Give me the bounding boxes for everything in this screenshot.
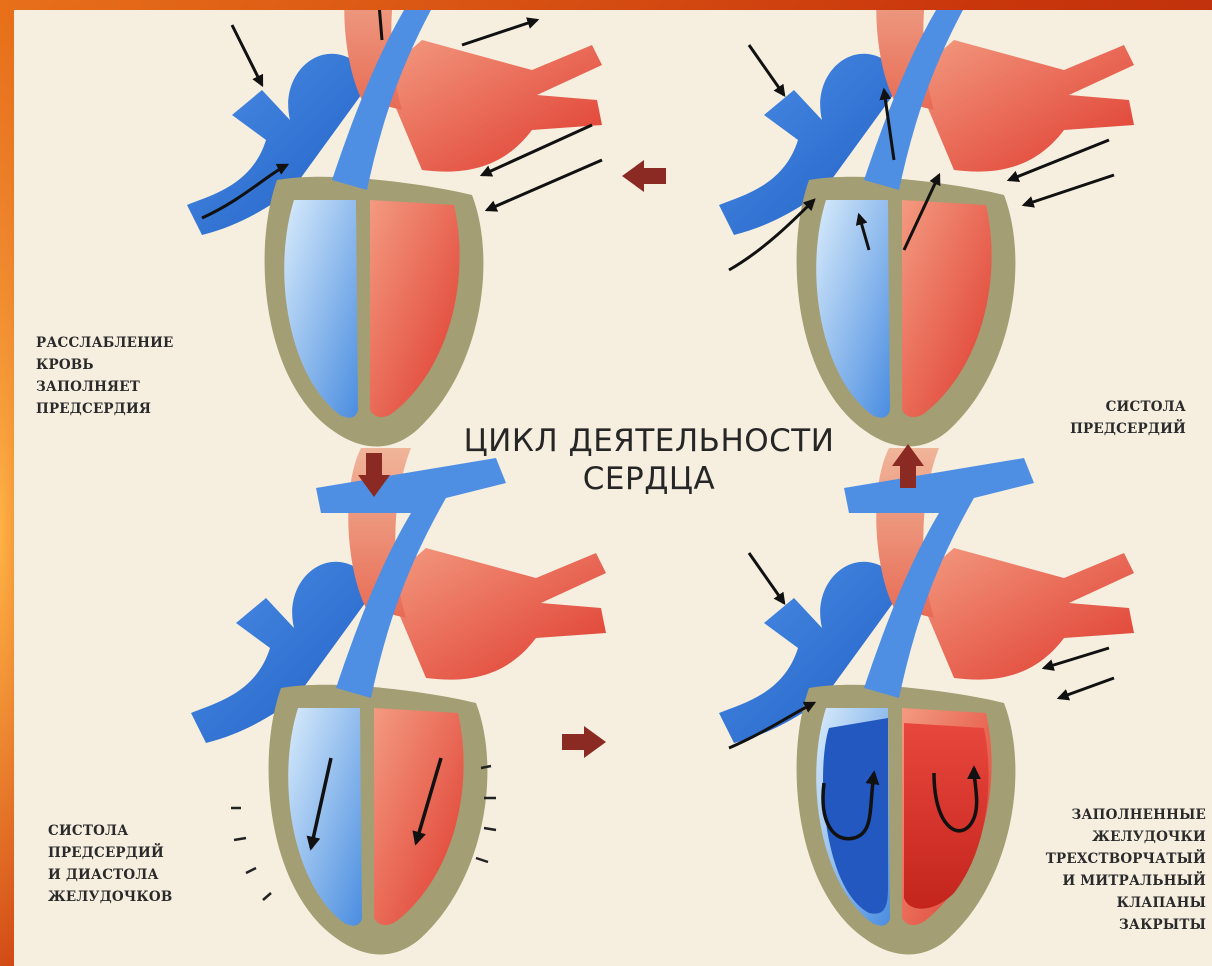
caption-line: ЖЕЛУДОЧКОВ: [48, 886, 172, 908]
caption-line: И МИТРАЛЬНЫЙ: [974, 870, 1206, 892]
caption-line: ЗАКРЫТЫ: [974, 914, 1206, 936]
caption-line: СИСТОЛА: [48, 820, 172, 842]
heart-atrial-systole: [719, 10, 1134, 447]
caption-line: ПРЕДСЕРДИЯ: [36, 398, 174, 420]
diagram-panel: ЦИКЛ ДЕЯТЕЛЬНОСТИ СЕРДЦА РАССЛАБЛЕНИЕ КР…: [14, 10, 1212, 966]
heart-relaxation: [187, 10, 602, 447]
caption-filled-ventricles: ЗАПОЛНЕННЫЕ ЖЕЛУДОЧКИ ТРЕХСТВОРЧАТЫЙ И М…: [974, 804, 1206, 936]
cycle-arrow-right: [562, 726, 606, 758]
caption-line: КЛАПАНЫ: [974, 892, 1206, 914]
caption-line: И ДИАСТОЛА: [48, 864, 172, 886]
diagram-title: ЦИКЛ ДЕЯТЕЛЬНОСТИ СЕРДЦА: [414, 422, 884, 498]
caption-line: ЖЕЛУДОЧКИ: [974, 826, 1206, 848]
caption-line: КРОВЬ: [36, 354, 174, 376]
title-line-1: ЦИКЛ ДЕЯТЕЛЬНОСТИ: [414, 422, 884, 460]
caption-line: ПРЕДСЕРДИЙ: [1014, 418, 1186, 440]
caption-line: ЗАПОЛНЯЕТ: [36, 376, 174, 398]
caption-line: РАССЛАБЛЕНИЕ: [36, 332, 174, 354]
caption-line: ПРЕДСЕРДИЙ: [48, 842, 172, 864]
caption-line: ЗАПОЛНЕННЫЕ: [974, 804, 1206, 826]
caption-ventricular-diastole: СИСТОЛА ПРЕДСЕРДИЙ И ДИАСТОЛА ЖЕЛУДОЧКОВ: [48, 820, 172, 908]
caption-atrial-systole: СИСТОЛА ПРЕДСЕРДИЙ: [1014, 396, 1186, 440]
title-line-2: СЕРДЦА: [414, 460, 884, 498]
cycle-arrow-left: [622, 160, 666, 192]
caption-line: СИСТОЛА: [1014, 396, 1186, 418]
caption-relaxation: РАССЛАБЛЕНИЕ КРОВЬ ЗАПОЛНЯЕТ ПРЕДСЕРДИЯ: [36, 332, 174, 420]
heart-ventricular-diastole: [191, 448, 606, 955]
caption-line: ТРЕХСТВОРЧАТЫЙ: [974, 848, 1206, 870]
